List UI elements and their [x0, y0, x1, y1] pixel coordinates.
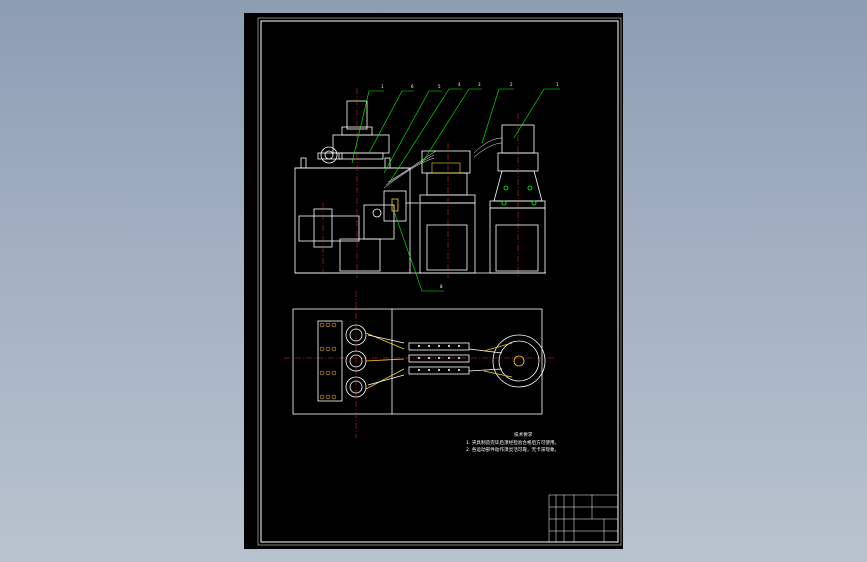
callout-4: 4 — [458, 82, 461, 87]
note-line-2: 2. 各运动部件动作须灵活可靠，无卡滞现象。 — [466, 448, 560, 453]
note-line-1: 1. 夹具制造完毕后须经检验合格后方可使用。 — [466, 441, 560, 446]
title-block — [548, 494, 619, 543]
callout-8: 8 — [440, 284, 443, 289]
callout-5: 5 — [438, 84, 441, 89]
drawing-border — [260, 20, 619, 543]
callout-1b: 1 — [556, 82, 559, 87]
notes-title: 技术要求 — [514, 433, 533, 438]
top-view — [284, 291, 554, 438]
callout-6: 6 — [411, 84, 414, 89]
motor-pulley — [320, 146, 338, 164]
leader-lines — [351, 88, 560, 292]
drive-unit — [298, 215, 360, 242]
right-station — [489, 207, 546, 274]
left-table — [294, 167, 411, 274]
cad-drawing-canvas — [257, 17, 622, 546]
callout-1: 1 — [381, 84, 384, 89]
callout-3: 3 — [478, 82, 481, 87]
top-view-frame — [292, 308, 543, 415]
front-view — [294, 88, 546, 278]
ring-1 — [345, 324, 367, 346]
ring-3 — [345, 376, 367, 398]
drawing-sheet: 1 6 5 4 3 2 1 8 技术要求 1. 夹具制造完毕后须经检验合格后方可… — [244, 13, 623, 549]
callout-2: 2 — [510, 82, 513, 87]
clamp-body — [383, 190, 407, 222]
rotary-table — [492, 334, 546, 388]
outer-border — [257, 17, 622, 546]
